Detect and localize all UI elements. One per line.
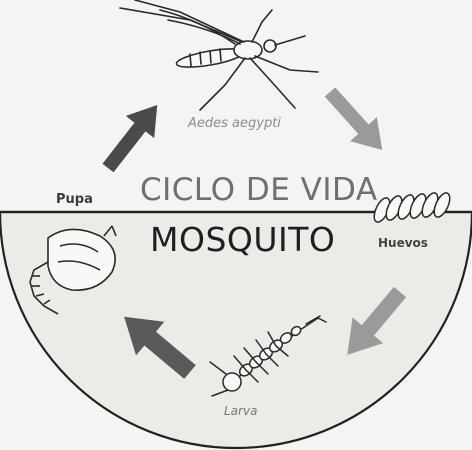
title-line-2: MOSQUITO xyxy=(150,220,335,259)
adult-mosquito-illustration xyxy=(120,0,318,110)
stage-label-eggs: Huevos xyxy=(378,236,428,250)
title-line-1: CICLO DE VIDA xyxy=(140,172,378,208)
species-label: Aedes aegypti xyxy=(188,116,281,131)
arrow-pupa-to-adult xyxy=(94,94,172,179)
stage-label-pupa: Pupa xyxy=(56,192,93,207)
stage-label-larva: Larva xyxy=(224,404,257,418)
arrow-adult-to-eggs xyxy=(317,80,396,162)
